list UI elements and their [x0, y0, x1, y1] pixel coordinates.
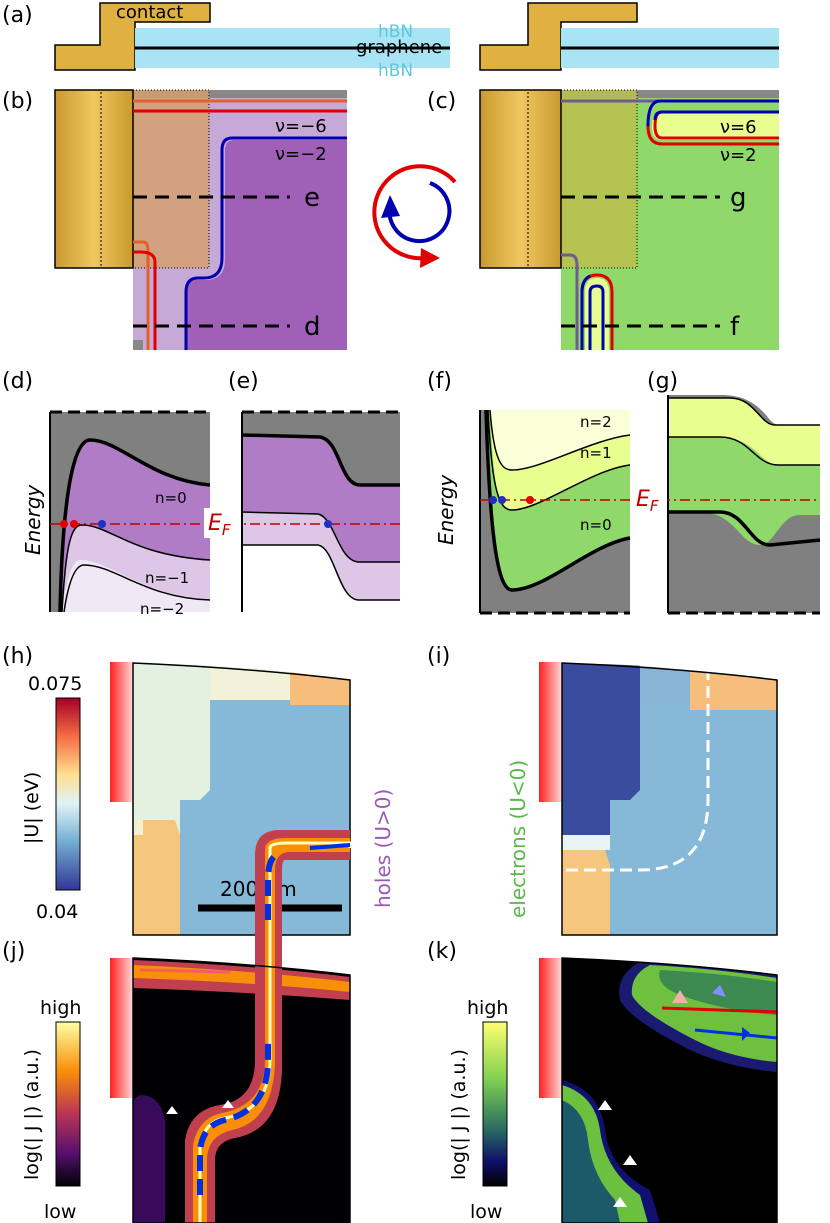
holes-side-label: holes (U>0) [371, 789, 395, 908]
panel-label-a: (a) [2, 3, 33, 28]
panel-d: n=0 n=−1 n=−2 [49, 410, 211, 618]
colorbar-K: high low log(| J |) (a.u.) [448, 997, 508, 1223]
panel-label-f: (f) [427, 369, 452, 394]
panel-e [241, 410, 400, 612]
band-nm2-label: n=−2 [140, 600, 184, 618]
fermi-label-g: EF [636, 487, 659, 515]
panel-label-h: (h) [2, 644, 33, 669]
fermi-label-e: EF [208, 511, 231, 539]
nu-2-label: ν=2 [720, 145, 757, 166]
nu-6-label: ν=6 [720, 117, 757, 138]
colorbar-J-low: low [44, 1201, 76, 1223]
fermi-level-left: EF [50, 508, 400, 539]
contact-label: contact [116, 2, 183, 23]
panel-label-k: (k) [427, 939, 457, 964]
fermi-level-right: EF [480, 484, 820, 516]
panel-label-d: (d) [2, 369, 33, 394]
panel-i-map [539, 662, 778, 936]
colorbar-U-max: 0.075 [28, 673, 82, 695]
panel-label-i: (i) [427, 644, 450, 669]
hbn-top-label: hBN [378, 22, 413, 42]
colorbar-J: high low log(| J |) (a.u.) [21, 997, 81, 1223]
panel-label-j: (j) [2, 939, 25, 964]
panel-h-map: 200 nm [110, 662, 351, 936]
band-n0-label: n=0 [155, 489, 187, 507]
hbn-bottom-label: hBN [378, 61, 413, 81]
band-n1-label: n=1 [580, 444, 612, 462]
panel-a-left: contact hBN graphene hBN [54, 2, 450, 81]
colorbar-U-label: |U| (eV) [21, 772, 43, 844]
panel-a-right [479, 2, 779, 71]
colorbar-U-min: 0.04 [36, 901, 78, 923]
panel-c: ν=6 ν=2 g f [479, 89, 779, 350]
band-n0-label-f: n=0 [580, 516, 612, 534]
panel-b: ν=−6 ν=−2 e d [54, 89, 347, 350]
cut-d-label: d [304, 312, 321, 342]
band-n2-label: n=2 [580, 413, 612, 431]
nu-minus2-label: ν=−2 [275, 144, 327, 165]
graphene-label: graphene [356, 37, 442, 58]
electrons-side-label: electrons (U<0) [506, 760, 530, 918]
panel-label-b: (b) [2, 89, 33, 114]
panel-label-g: (g) [647, 369, 678, 394]
panel-j-map [110, 830, 352, 1223]
panel-label-c: (c) [427, 89, 456, 114]
panel-g [667, 395, 821, 615]
colorbar-U: 0.075 0.04 |U| (eV) [21, 673, 82, 923]
cut-e-label: e [304, 183, 320, 213]
colorbar-K-high: high [467, 997, 508, 1019]
colorbar-J-high: high [40, 997, 81, 1019]
cut-f-label: f [730, 312, 740, 342]
colorbar-K-label: log(| J |) (a.u.) [448, 1049, 470, 1180]
energy-axis-label-d: Energy [21, 483, 45, 555]
nu-minus6-label: ν=−6 [275, 116, 327, 137]
panel-label-e: (e) [228, 369, 259, 394]
colorbar-J-label: log(| J |) (a.u.) [21, 1049, 43, 1180]
panel-k-map [539, 957, 778, 1223]
rotation-arrows-icon [372, 164, 457, 268]
colorbar-K-low: low [470, 1201, 502, 1223]
energy-axis-label-f: Energy [434, 473, 458, 545]
panel-f: n=2 n=1 n=0 [479, 409, 631, 615]
band-nm1-label: n=−1 [145, 569, 189, 587]
cut-g-label: g [730, 183, 747, 213]
